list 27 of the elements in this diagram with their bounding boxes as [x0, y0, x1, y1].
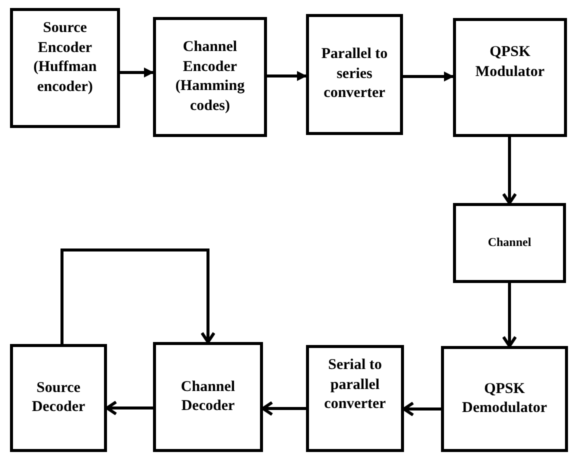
box-label: Channel: [488, 235, 532, 251]
process-box: [453, 203, 566, 283]
process-box: [306, 14, 403, 135]
arrow: [267, 71, 307, 81]
box-label: Source Encoder (Huffman encoder): [32, 19, 98, 96]
process-box: [153, 342, 263, 452]
process-box: [453, 18, 567, 137]
process-box: [153, 17, 267, 137]
arrow: [403, 72, 454, 82]
process-box: [10, 344, 107, 452]
box-label: QPSK Modulator: [474, 43, 546, 82]
process-box: [441, 346, 568, 452]
process-box: [306, 345, 404, 452]
arrow: [502, 283, 517, 348]
box-label: QPSK Demodulator: [461, 380, 548, 418]
box-label: Parallel to series converter: [320, 45, 389, 104]
box-label: Serial to parallel converter: [323, 356, 387, 414]
arrow: [60, 248, 216, 344]
arrow: [502, 137, 517, 204]
box-label: Source Decoder: [30, 378, 86, 417]
process-box: [10, 8, 120, 128]
arrow: [106, 400, 153, 416]
box-label: Channel Encoder (Hamming codes): [174, 38, 246, 116]
arrow: [120, 68, 154, 78]
arrow: [402, 402, 441, 416]
arrow: [262, 401, 306, 416]
box-label: Channel Decoder: [180, 378, 236, 416]
